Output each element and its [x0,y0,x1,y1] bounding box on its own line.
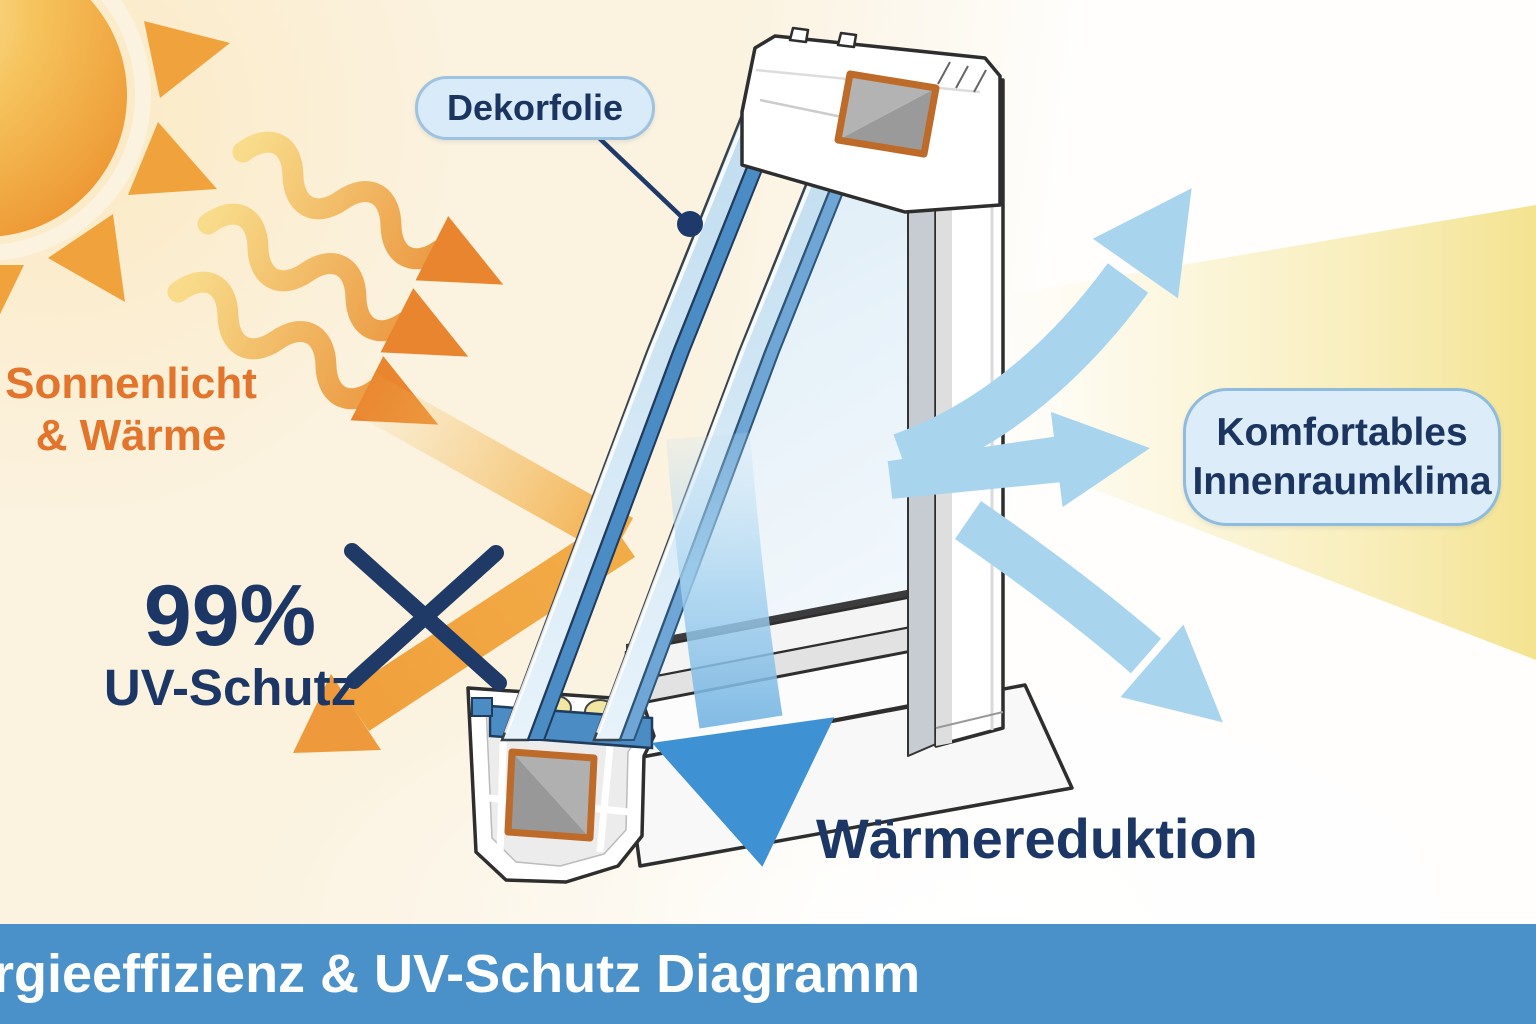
dekorfolie-text: Dekorfolie [446,87,624,128]
comfort-climate-label: Komfortables Innenraumklima [1183,388,1501,526]
uv-percent-value: 99% [143,568,317,664]
comfort-line2: Innenraumklima [1192,460,1492,503]
banner-title: rgieeffizienz & UV-Schutz Diagramm [0,944,921,1004]
title-banner: rgieeffizienz & UV-Schutz Diagramm [0,924,1536,1024]
sunlight-line1: Sonnenlicht [5,359,257,408]
callout-line-and-dot-icon [595,134,703,237]
uv-protection-text: UV-Schutz [103,659,357,716]
sunlight-line2: & Wärme [35,411,227,460]
heat-reduction-text: Wärmereduktion [816,807,1258,870]
indoor-airflow-arrows-icon [887,188,1223,723]
uv-reflection-arrow-icon [293,365,635,753]
comfort-line1: Komfortables [1216,411,1468,454]
steel-reinforcement-square [504,748,598,842]
uv-protection-label: 99% UV-Schutz [100,572,360,716]
sun-icon [0,0,230,315]
heat-reduction-label: Wärmereduktion [816,806,1258,871]
heat-reduction-down-arrow-icon [652,432,835,867]
steel-reinforcement-square [834,70,940,158]
dekorfolie-callout-label: Dekorfolie [415,76,655,140]
frame-cross-section-top [740,26,1002,214]
uv-blocked-cross-icon [344,543,507,691]
sunlight-heat-label: Sonnenlicht & Wärme [0,358,262,462]
